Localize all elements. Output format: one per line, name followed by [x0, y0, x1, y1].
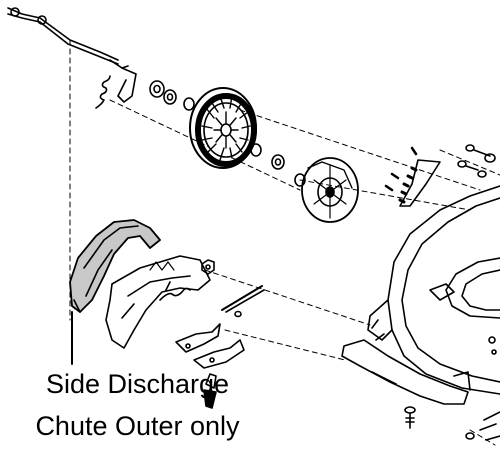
- deck-bolt: [404, 406, 475, 440]
- screws: [457, 144, 496, 178]
- mower-deck: [341, 185, 500, 441]
- hinge-rod: [221, 285, 265, 318]
- chute-bracket: [105, 255, 211, 349]
- callout-label-line2: Chute Outer only: [35, 411, 240, 441]
- adjust-lever: [384, 146, 441, 207]
- callout-label-line1: Side Discharge: [45, 369, 230, 399]
- axle-hardware: [149, 80, 306, 187]
- adjuster-rod: [7, 7, 137, 103]
- assembly-guide-lines: [69, 39, 500, 446]
- wheel: [189, 87, 257, 169]
- spring: [95, 75, 111, 109]
- latch-pieces: [175, 323, 245, 409]
- hex-nut: [201, 259, 215, 275]
- spring-clip: [159, 281, 191, 301]
- hub-cap: [301, 157, 359, 223]
- side-discharge-chute-outer: [69, 219, 161, 313]
